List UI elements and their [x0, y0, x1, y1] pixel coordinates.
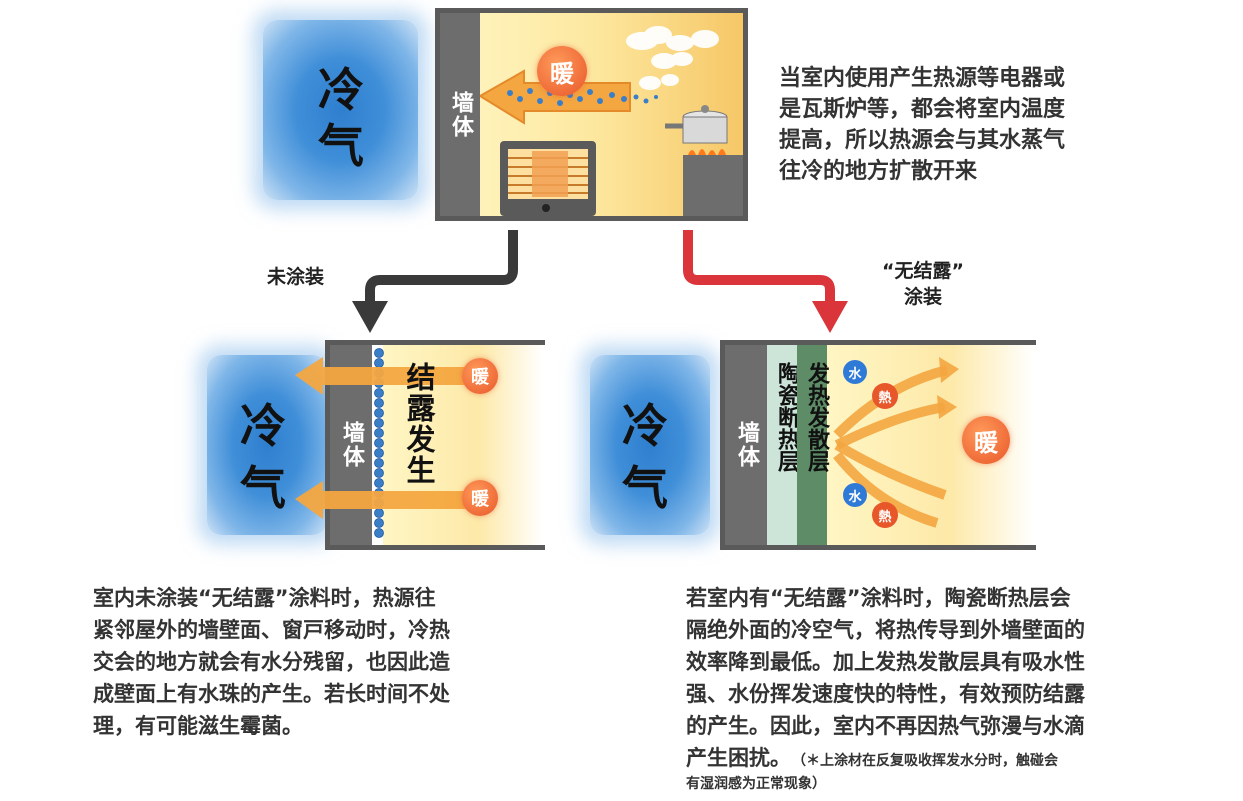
right-footnote-line1: （＊上涂材在反复吸收挥发水分时，触碰会	[799, 753, 1058, 769]
water-badge-2: 水	[843, 483, 867, 507]
right-cold-air-label: 冷气	[622, 399, 668, 515]
right-wall: 墙体	[725, 345, 767, 545]
cooking-pot	[665, 105, 728, 144]
steam-clouds	[626, 26, 719, 90]
stove	[683, 155, 743, 216]
right-footnote-line2: 有湿润感为正常现象）	[686, 776, 826, 792]
coated-label: “无结露” 涂装	[882, 260, 964, 308]
top-cold-air-box	[263, 20, 418, 200]
uncoated-arrow	[365, 230, 518, 303]
heat-flow-arrow	[480, 69, 631, 125]
stove-flames	[688, 149, 726, 155]
ceramic-insulation-layer	[767, 345, 797, 545]
coated-arrow	[683, 230, 835, 303]
left-room-frame	[325, 340, 545, 550]
top-cold-air-label: 冷气	[318, 63, 364, 173]
right-warm-badge: 暖	[962, 416, 1010, 464]
right-room-frame	[720, 340, 1036, 550]
top-warm-badge: 暖	[537, 46, 587, 96]
uncoated-label: 未涂装	[267, 266, 325, 288]
top-room-scene	[480, 26, 743, 216]
heat-badge-1: 熱	[872, 383, 898, 409]
top-description: 当室内使用产生热源等电器或 是瓦斯炉等，都会将室内温度 提高，所以热源会与其水蒸…	[779, 66, 1066, 184]
left-description: 室内未涂装“无结露”涂料时，热源往 紧邻屋外的墙壁面、窗戸移动时，冷热 交会的地…	[93, 586, 450, 738]
right-cold-air-box	[590, 355, 710, 535]
left-warm-badge-top: 暖	[462, 358, 498, 394]
branch-arrows	[352, 230, 848, 333]
heat-badge-2: 熱	[872, 502, 898, 528]
water-badge-1: 水	[843, 360, 867, 384]
left-cold-air-label: 冷气	[240, 399, 286, 515]
ceramic-insulation-label: 陶瓷断热层	[774, 362, 799, 472]
top-wall: 墙体	[440, 13, 480, 216]
left-condensation-label: 结露发生	[402, 362, 436, 486]
heat-dissipation-layer	[797, 345, 827, 545]
left-warm-badge-bottom: 暖	[462, 480, 498, 516]
right-description: 若室内有“无结露”涂料时，陶瓷断热层会 隔绝外面的冷空气，将热传导到外墙壁面的 …	[686, 582, 1241, 795]
heat-dissipation-label: 发热发散层	[804, 362, 829, 472]
left-heat-arrows	[295, 357, 470, 519]
